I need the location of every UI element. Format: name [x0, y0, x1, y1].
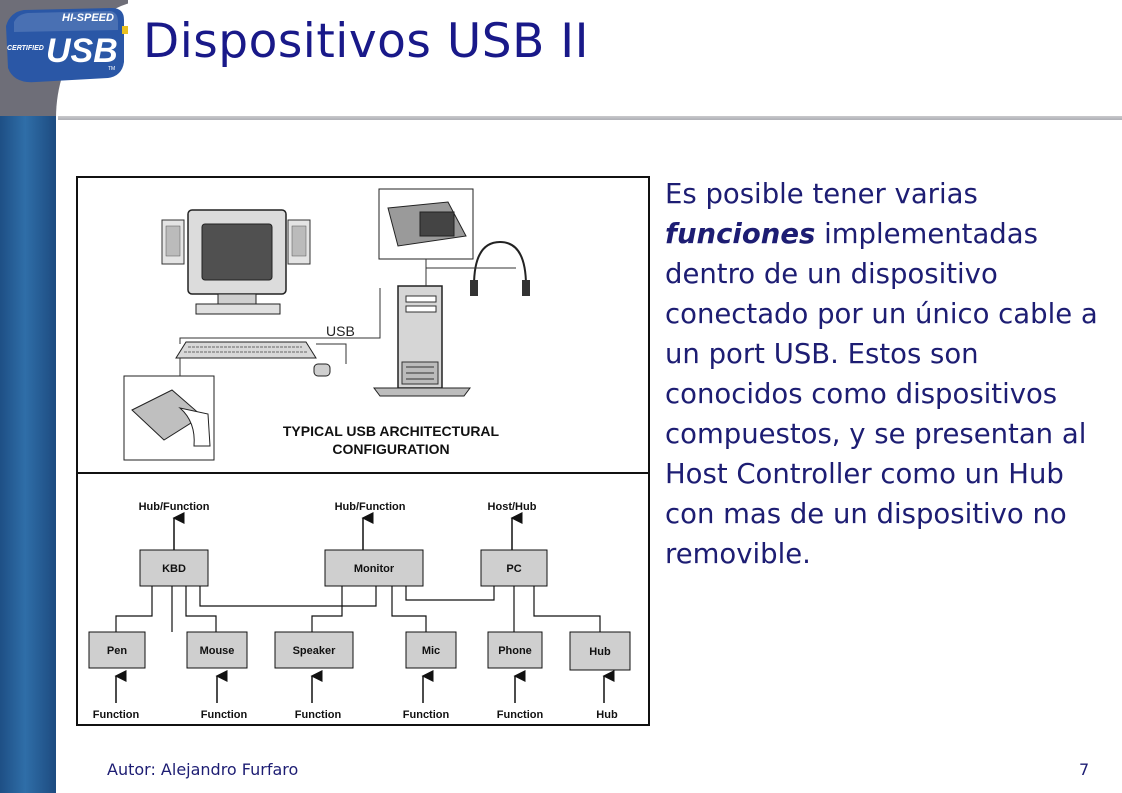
- svg-text:Monitor: Monitor: [354, 563, 395, 575]
- svg-text:Mic: Mic: [422, 645, 440, 657]
- caption-line-1: TYPICAL USB ARCHITECTURAL: [283, 423, 500, 439]
- usb-cables: [179, 259, 516, 376]
- usb-certified-logo: HI-SPEED CERTIFIED USB TM: [6, 8, 128, 83]
- logo-usb-text: USB: [46, 32, 118, 70]
- caption-line-2: CONFIGURATION: [332, 441, 449, 457]
- logo-hispeed-text: HI-SPEED: [62, 12, 114, 24]
- device-node-mic: Mic: [405, 631, 457, 669]
- svg-text:Mouse: Mouse: [200, 645, 235, 657]
- device-role-label: Function: [497, 709, 544, 721]
- svg-text:Pen: Pen: [107, 645, 127, 657]
- hub-role-label: Hub/Function: [335, 501, 406, 513]
- headset-icon: [470, 240, 530, 296]
- device-node-phone: Phone: [487, 631, 543, 669]
- topology-links: [115, 586, 601, 632]
- mouse-icon: [313, 363, 331, 377]
- logo-tm-text: TM: [108, 66, 115, 72]
- usb-topology-diagram: Hub/Function Hub/Function Host/Hub KBD M…: [88, 501, 631, 721]
- footer-author: Autor: Alejandro Furfaro: [107, 760, 299, 779]
- svg-text:Hub: Hub: [589, 646, 611, 658]
- hub-node-pc: PC: [480, 549, 548, 587]
- body-text-rest: implementadas dentro de un dispositivo c…: [665, 218, 1098, 570]
- device-node-pen: Pen: [88, 631, 146, 669]
- logo-certified-text: CERTIFIED: [7, 45, 44, 52]
- svg-text:KBD: KBD: [162, 563, 186, 575]
- phone-icon: [378, 188, 474, 260]
- body-paragraph: Es posible tener varias funciones impleme…: [665, 174, 1115, 574]
- hub-node-monitor: Monitor: [324, 549, 424, 587]
- device-role-label: Function: [295, 709, 342, 721]
- tablet-icon: [123, 375, 215, 461]
- device-role-label: Hub: [596, 709, 618, 721]
- computer-setup-illustration: USB: [123, 188, 530, 461]
- svg-text:Speaker: Speaker: [293, 645, 337, 657]
- device-role-label: Function: [201, 709, 248, 721]
- usb-architecture-figure: USB TYPICAL USB ARCHITECTURAL CONFIGURAT…: [76, 176, 650, 726]
- usb-cable-label: USB: [326, 323, 355, 339]
- hub-role-label: Host/Hub: [488, 501, 537, 513]
- page-number: 7: [1079, 760, 1090, 779]
- device-role-label: Function: [93, 709, 140, 721]
- sidebar-band: [0, 0, 56, 793]
- body-text-start: Es posible tener varias: [665, 178, 978, 210]
- title-divider: [58, 116, 1122, 120]
- monitor-icon: [187, 209, 287, 315]
- figure-caption: TYPICAL USB ARCHITECTURAL CONFIGURATION: [256, 416, 526, 470]
- svg-text:Phone: Phone: [498, 645, 532, 657]
- right-speaker-icon: [287, 219, 311, 265]
- left-speaker-icon: [161, 219, 185, 265]
- pc-tower-icon: [373, 285, 471, 397]
- device-node-speaker: Speaker: [274, 631, 354, 669]
- device-node-mouse: Mouse: [186, 631, 248, 669]
- hub-node-kbd: KBD: [139, 549, 209, 587]
- page-title: Dispositivos USB II: [143, 14, 589, 69]
- keyboard-icon: [175, 341, 317, 359]
- body-emphasis: funciones: [665, 218, 816, 250]
- hub-role-label: Hub/Function: [139, 501, 210, 513]
- device-role-label: Function: [403, 709, 450, 721]
- device-node-hub: Hub: [569, 631, 631, 671]
- device-input-arrows: [114, 670, 615, 703]
- svg-text:PC: PC: [506, 563, 521, 575]
